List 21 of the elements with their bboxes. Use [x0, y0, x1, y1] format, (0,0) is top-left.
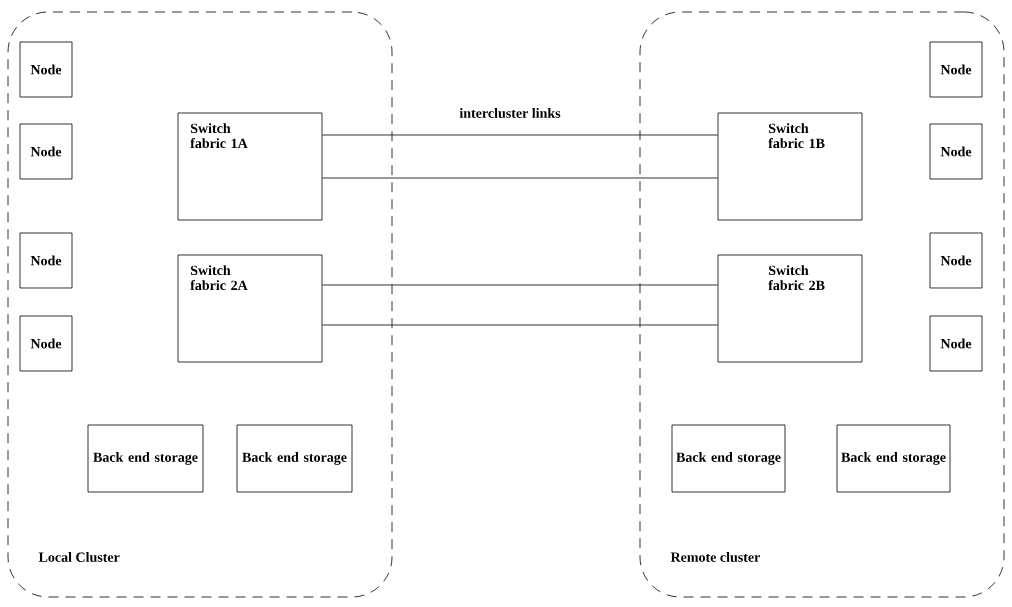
- node-box: Node: [19, 232, 73, 289]
- node-box: Node: [929, 41, 983, 98]
- node-box: Node: [19, 41, 73, 98]
- link-line: [322, 324, 718, 326]
- switch-box: Switch fabric 2B: [717, 254, 863, 363]
- node-box: Node: [19, 315, 73, 372]
- node-box: Node: [929, 123, 983, 180]
- storage-box: Back end storage: [87, 424, 204, 493]
- switch-box: Switch fabric 1B: [717, 112, 863, 221]
- storage-box: Back end storage: [236, 424, 353, 493]
- switch-box: Switch fabric 1A: [177, 112, 323, 221]
- link-line: [322, 134, 718, 136]
- storage-box: Back end storage: [671, 424, 786, 493]
- node-box: Node: [929, 232, 983, 289]
- node-box: Node: [19, 123, 73, 180]
- link-line: [322, 177, 718, 179]
- link-line: [322, 284, 718, 286]
- edge-label: intercluster links: [458, 107, 562, 119]
- node-box: Node: [929, 315, 983, 372]
- storage-box: Back end storage: [836, 424, 951, 493]
- switch-box: Switch fabric 2A: [177, 254, 323, 363]
